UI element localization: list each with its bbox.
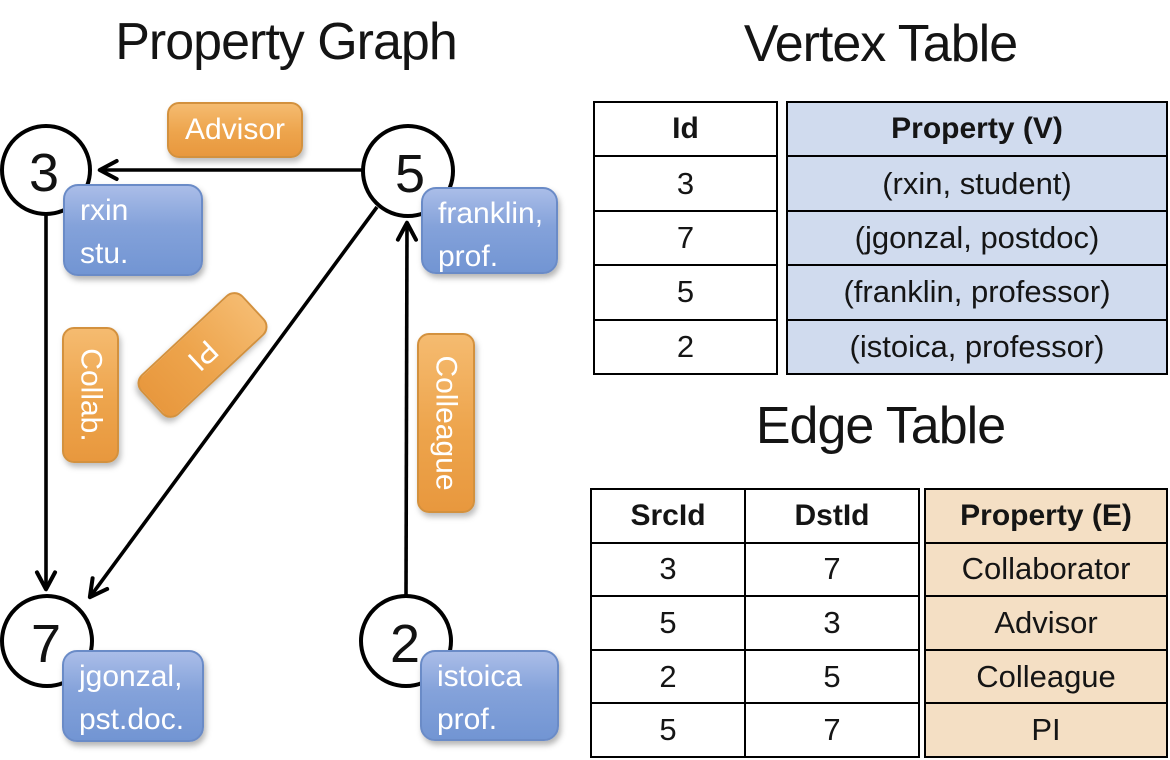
edge-label-pi-text: PI bbox=[181, 333, 225, 378]
vertex-label-istoica-line2: prof. bbox=[437, 703, 498, 736]
vertex-table-id-cell: 5 bbox=[595, 266, 776, 321]
edge-table-row: 5 7 bbox=[592, 704, 918, 756]
edge-label-advisor-text: Advisor bbox=[184, 113, 286, 146]
edge-table-header-row: SrcId DstId bbox=[592, 490, 918, 544]
node-id-7: 7 bbox=[30, 614, 62, 674]
edge-table-header-property: Property (E) bbox=[926, 490, 1166, 544]
edge-table-src-cell: 5 bbox=[592, 704, 746, 756]
edge-table: SrcId DstId 3 7 5 3 2 5 5 7 Property (E)… bbox=[590, 488, 1168, 758]
vertex-label-franklin-line2: prof. bbox=[438, 240, 499, 273]
edge-label-colleague: Colleague bbox=[417, 333, 475, 513]
edge-label-colleague-text: Colleague bbox=[430, 355, 464, 491]
vertex-table-title: Vertex Table bbox=[743, 15, 1018, 73]
edge-table-header-srcid: SrcId bbox=[592, 490, 746, 542]
edge-arrow-pi-5-to-7 bbox=[87, 205, 379, 600]
property-graph-panel: Property Graph 3 5 7 2 Advisor Collab. bbox=[0, 13, 559, 742]
edge-arrow-colleague-2-to-5 bbox=[395, 220, 419, 596]
vertex-label-rxin: rxin stu. bbox=[63, 184, 203, 276]
vertex-table-property-cell: (jgonzal, postdoc) bbox=[788, 212, 1166, 267]
node-id-2: 2 bbox=[389, 614, 421, 674]
vertex-table-id-column: Id 3 7 5 2 bbox=[593, 101, 778, 375]
vertex-table-header-property: Property (V) bbox=[788, 103, 1166, 158]
edge-label-advisor: Advisor bbox=[167, 102, 303, 158]
vertex-table-id-cell: 2 bbox=[676, 328, 695, 364]
vertex-table-id-cell: 7 bbox=[595, 212, 776, 267]
edge-table-property-cell: Colleague bbox=[926, 651, 1166, 705]
edge-table-dst-cell: 5 bbox=[823, 658, 841, 694]
vertex-label-istoica-line1: istoica bbox=[437, 660, 523, 693]
vertex-label-jgonzal: jgonzal, pst.doc. bbox=[62, 650, 204, 742]
vertex-table-property-cell: (istoica, professor) bbox=[849, 328, 1105, 364]
vertex-table-property-cell: (rxin, student) bbox=[788, 157, 1166, 212]
edge-table-src-cell: 2 bbox=[592, 650, 746, 703]
property-graph-title: Property Graph bbox=[115, 13, 458, 71]
node-id-5: 5 bbox=[394, 144, 426, 204]
vertex-label-jgonzal-line2: pst.doc. bbox=[79, 703, 185, 736]
vertex-table: Id 3 7 5 2 Property (V) (rxin, student) … bbox=[593, 101, 1168, 375]
vertex-table-property-cell: (franklin, professor) bbox=[788, 266, 1166, 321]
edge-table-id-columns: SrcId DstId 3 7 5 3 2 5 5 7 bbox=[590, 488, 920, 758]
vertex-label-rxin-line1: rxin bbox=[80, 194, 129, 227]
edge-table-src-cell: 5 bbox=[592, 597, 746, 649]
vertex-table-id-cell: 3 bbox=[595, 157, 776, 212]
vertex-table-property-column: Property (V) (rxin, student) (jgonzal, p… bbox=[786, 101, 1168, 375]
edge-table-dst-cell: 3 bbox=[823, 604, 841, 640]
edge-table-property-cell: Advisor bbox=[926, 597, 1166, 651]
edge-table-property-column: Property (E) Collaborator Advisor Collea… bbox=[924, 488, 1168, 758]
edge-table-title: Edge Table bbox=[755, 397, 1006, 455]
vertex-table-header-id: Id bbox=[595, 103, 776, 158]
vertex-label-franklin: franklin, prof. bbox=[421, 187, 558, 274]
edge-table-row: 5 3 bbox=[592, 597, 918, 651]
vertex-label-rxin-line2: stu. bbox=[80, 237, 129, 270]
vertex-label-franklin-line1: franklin, bbox=[438, 197, 544, 230]
edge-table-row: 3 7 bbox=[592, 543, 918, 598]
edge-table-property-cell: PI bbox=[1031, 712, 1061, 748]
vertex-label-jgonzal-line1: jgonzal, bbox=[79, 660, 183, 693]
vertex-label-istoica: istoica prof. bbox=[420, 650, 559, 741]
edge-table-header-dstid: DstId bbox=[794, 498, 870, 532]
edge-table-row: 2 5 bbox=[592, 650, 918, 705]
edge-table-property-cell: Collaborator bbox=[926, 544, 1166, 598]
edge-label-collab-text: Collab. bbox=[74, 348, 108, 442]
edge-table-src-cell: 3 bbox=[592, 543, 746, 596]
edge-table-dst-cell: 7 bbox=[823, 551, 841, 587]
node-id-3: 3 bbox=[28, 143, 60, 203]
edge-table-dst-cell: 7 bbox=[823, 712, 841, 748]
edge-label-collab: Collab. bbox=[62, 327, 119, 463]
